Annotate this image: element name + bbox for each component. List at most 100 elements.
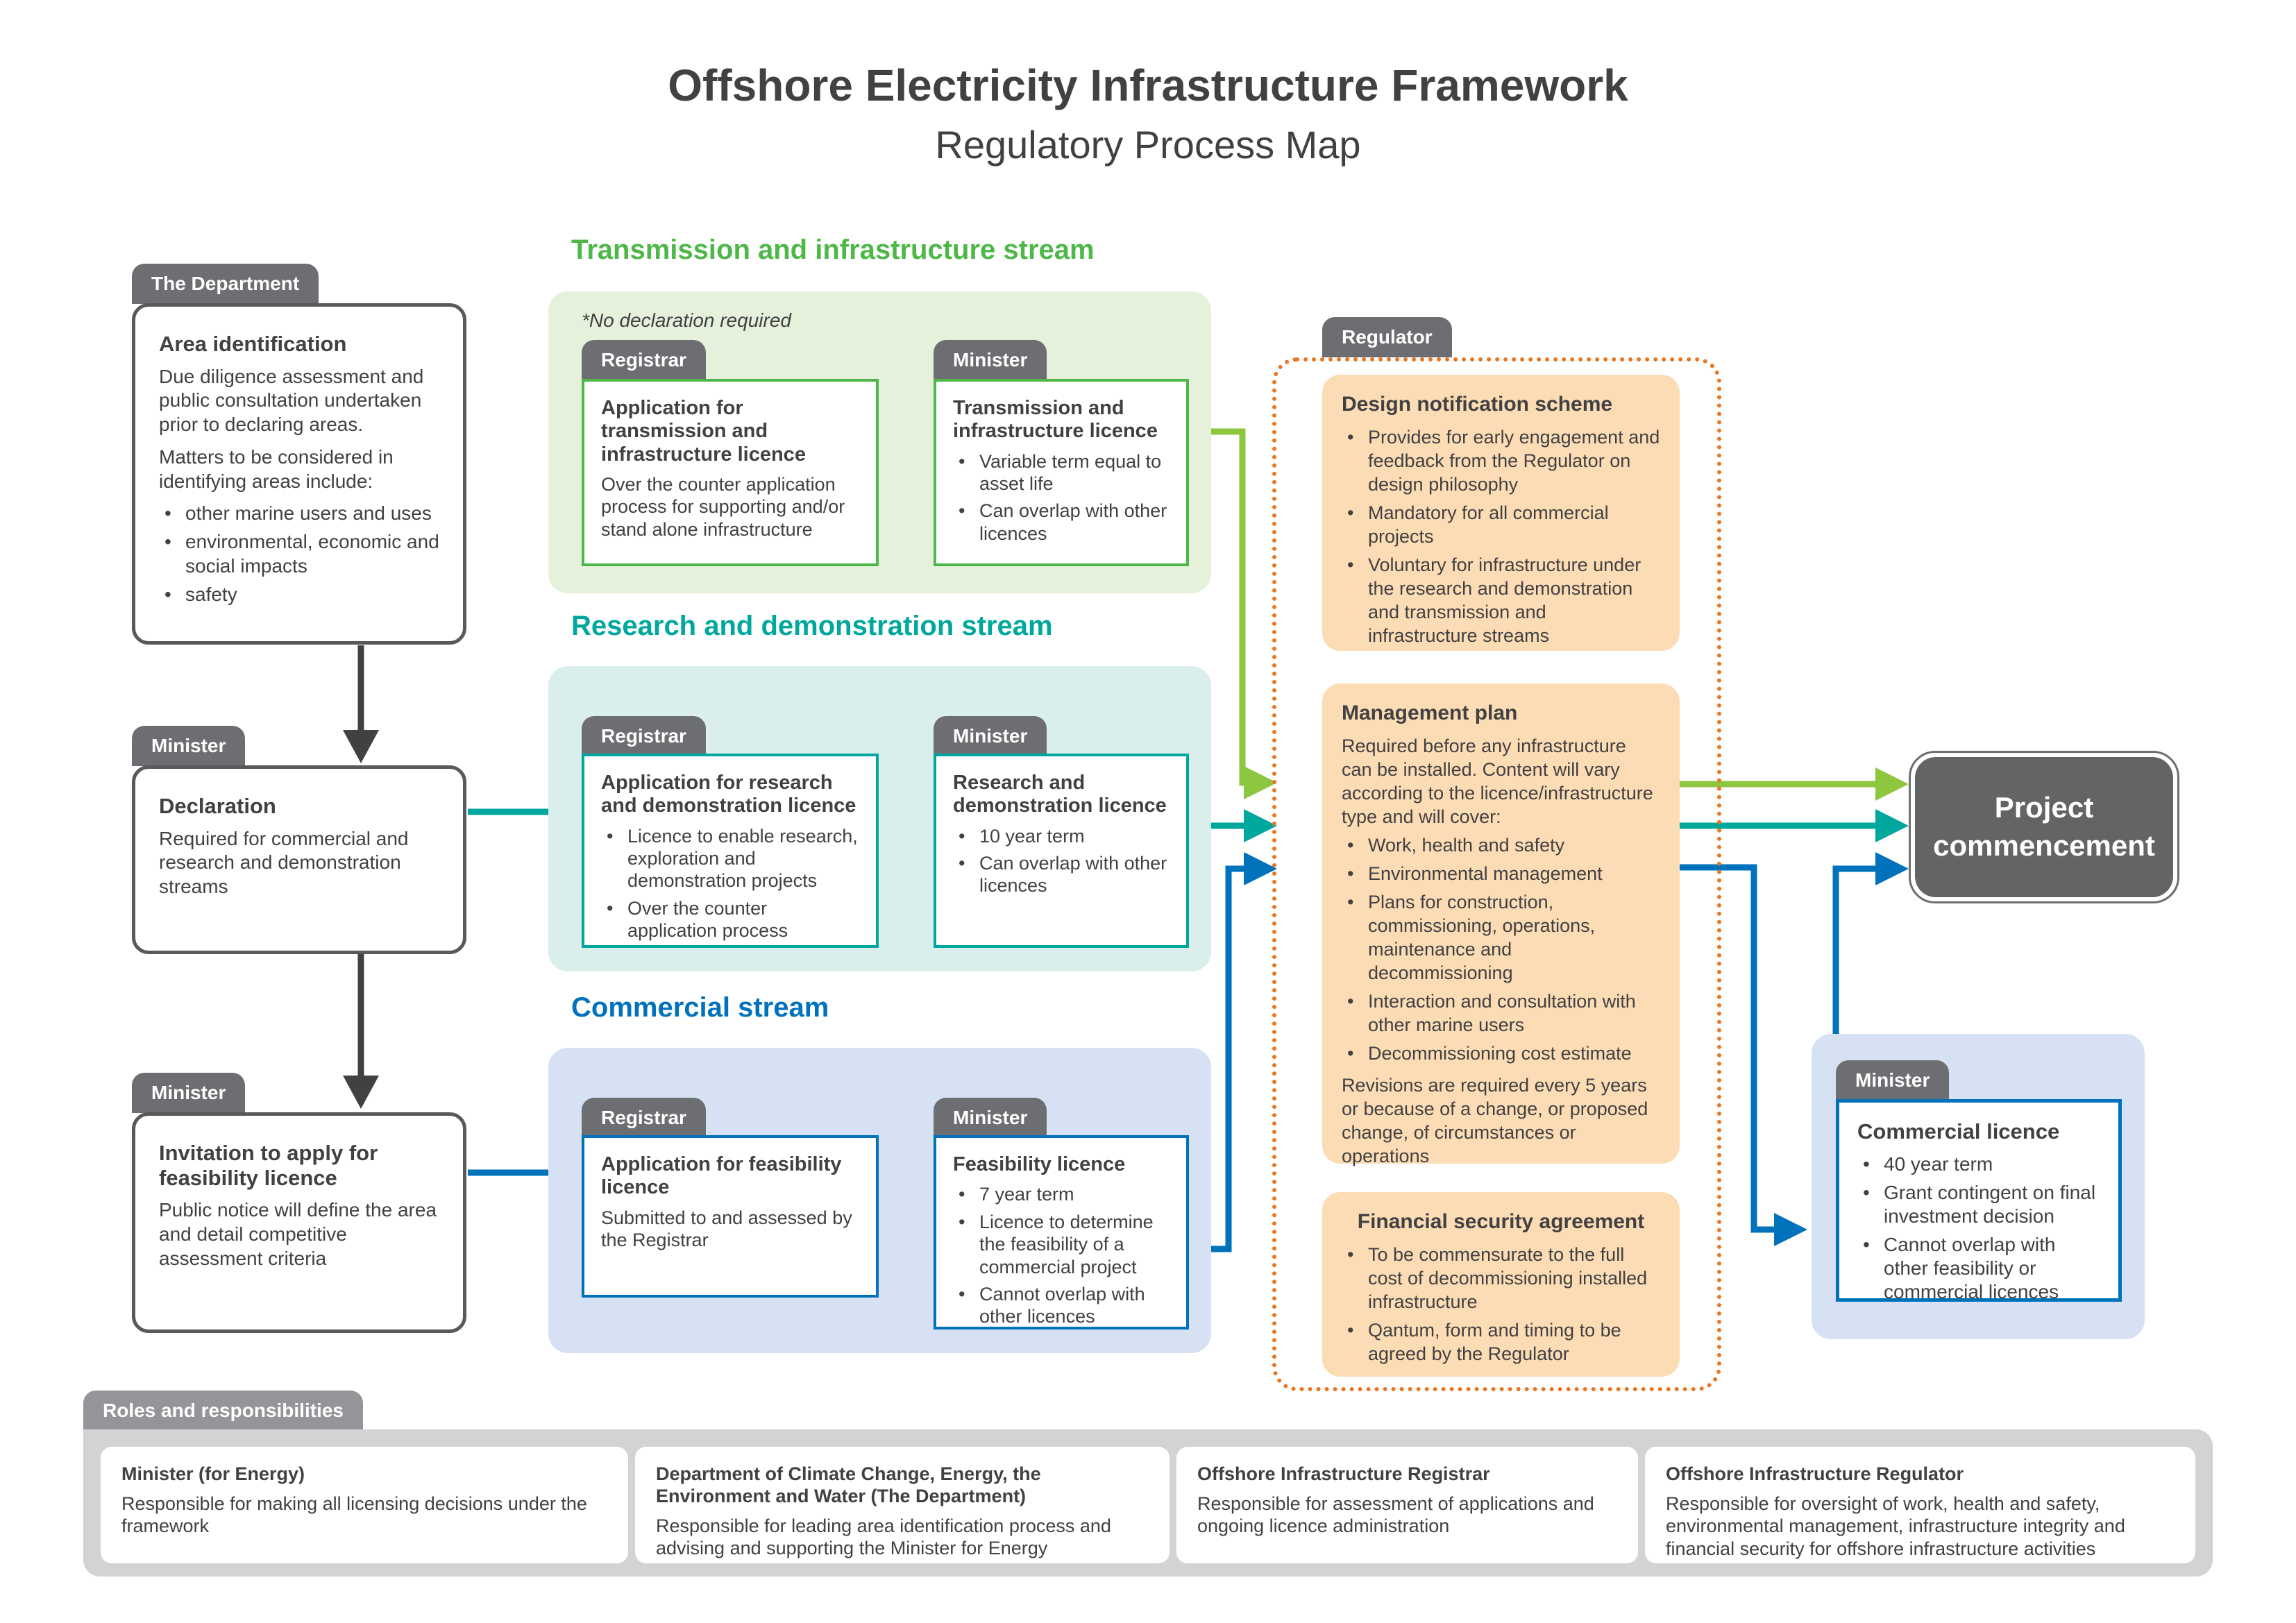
card-body: Responsible for making all licensing dec… [121, 1493, 587, 1537]
page-subtitle: Regulatory Process Map [935, 123, 1361, 167]
research-stream-container: Registrar Application for research and d… [548, 666, 1211, 971]
box-title: Transmission and infrastructure licence [953, 397, 1158, 443]
invitation-box: Invitation to apply for feasibility lice… [132, 1112, 466, 1333]
box-intro: Required before any infrastructure can b… [1342, 735, 1653, 827]
card-body: Responsible for oversight of work, healt… [1666, 1493, 2125, 1559]
feasibility-licence-box: Feasibility licence 7 year term Licence … [934, 1135, 1189, 1329]
regulator-dotted-border [1272, 357, 1721, 1391]
transmission-stream-header: Transmission and infrastructure stream [571, 235, 1095, 265]
arrow-right-icon [1875, 767, 1909, 801]
tab-minister-transmission: Minister [934, 340, 1047, 380]
box-list: Licence to enable research, exploration … [601, 825, 859, 942]
list-item: Qantum, form and timing to be agreed by … [1342, 1318, 1660, 1366]
list-item: Interaction and consultation with other … [1342, 989, 1660, 1037]
card-title: Offshore Infrastructure Regulator [1666, 1463, 1964, 1484]
area-identification-list: other marine users and uses environmenta… [159, 502, 439, 606]
box-list: Variable term equal to asset life Can ov… [953, 450, 1170, 545]
arrow-right-icon [1875, 809, 1909, 842]
commercial-licence-box: Commercial licence 40 year term Grant co… [1836, 1099, 2122, 1302]
commercial-stream-header: Commercial stream [571, 992, 829, 1023]
box-title: Research and demonstration licence [953, 772, 1167, 817]
list-item: Variable term equal to asset life [953, 450, 1170, 495]
area-identification-para2: Matters to be considered in identifying … [159, 445, 394, 492]
list-item: Can overlap with other licences [953, 852, 1170, 897]
tab-minister-declaration: Minister [132, 726, 246, 766]
tab-the-department: The Department [132, 264, 319, 304]
list-item: safety [159, 583, 439, 606]
list-item: Cannot overlap with other licences [953, 1283, 1170, 1328]
box-title: Design notification scheme [1342, 393, 1613, 416]
list-item: Licence to determine the feasibility of … [953, 1211, 1170, 1278]
tab-regulator: Regulator [1322, 317, 1452, 357]
box-list: Provides for early engagement and feedba… [1342, 425, 1660, 647]
research-licence-box: Research and demonstration licence 10 ye… [934, 754, 1189, 948]
list-item: Decommissioning cost estimate [1342, 1042, 1660, 1065]
design-notification-box: Design notification scheme Provides for … [1322, 375, 1680, 651]
tab-registrar-transmission: Registrar [582, 340, 706, 380]
list-item: 7 year term [953, 1183, 1170, 1206]
list-item: Provides for early engagement and feedba… [1342, 425, 1660, 496]
transmission-licence-box: Transmission and infrastructure licence … [934, 379, 1189, 566]
tab-roles-responsibilities: Roles and responsibilities [83, 1391, 363, 1431]
invitation-title: Invitation to apply for feasibility lice… [159, 1141, 378, 1190]
area-identification-para1: Due diligence assessment and public cons… [159, 365, 424, 436]
box-title: Financial security agreement [1357, 1210, 1645, 1233]
declaration-title: Declaration [159, 794, 276, 818]
list-item: 10 year term [953, 825, 1170, 848]
transmission-application-box: Application for transmission and infrast… [582, 379, 879, 566]
arrow-commercial-licence-to-project-commencement [1832, 865, 1875, 1034]
list-item: Cannot overlap with other feasibility or… [1857, 1233, 2100, 1304]
project-commencement-box: Project commencement [1909, 751, 2179, 903]
box-list: To be commensurate to the full cost of d… [1342, 1243, 1660, 1366]
box-outro: Revisions are required every 5 years or … [1342, 1074, 1648, 1166]
box-title: Commercial licence [1857, 1119, 2060, 1144]
list-item: Mandatory for all commercial projects [1342, 501, 1660, 548]
commercial-licence-container: Minister Commercial licence 40 year term… [1812, 1034, 2145, 1339]
tab-minister-commercial-licence: Minister [1836, 1060, 1950, 1101]
role-card-minister: Minister (for Energy) Responsible for ma… [101, 1447, 628, 1563]
box-title: Application for transmission and infrast… [601, 397, 806, 466]
arrow-right-icon [1774, 1213, 1807, 1246]
box-title: Application for feasibility licence [601, 1153, 842, 1199]
financial-security-box: Financial security agreement To be comme… [1322, 1192, 1680, 1377]
list-item: Licence to enable research, exploration … [601, 825, 859, 892]
list-item: Voluntary for infrastructure under the r… [1342, 553, 1660, 647]
box-list: 40 year term Grant contingent on final i… [1857, 1153, 2100, 1305]
tab-registrar-commercial: Registrar [582, 1098, 706, 1138]
role-card-registrar: Offshore Infrastructure Registrar Respon… [1176, 1447, 1638, 1563]
page-title: Offshore Electricity Infrastructure Fram… [668, 60, 1628, 110]
list-item: Plans for construction, commissioning, o… [1342, 890, 1660, 985]
arrow-right-icon [1875, 852, 1909, 885]
card-title: Department of Climate Change, Energy, th… [656, 1463, 1041, 1506]
list-item: Grant contingent on final investment dec… [1857, 1181, 2100, 1228]
tab-registrar-research: Registrar [582, 716, 706, 756]
declaration-body: Required for commercial and research and… [159, 827, 409, 898]
invitation-body: Public notice will define the area and d… [159, 1199, 437, 1269]
list-item: Work, health and safety [1342, 833, 1660, 857]
list-item: To be commensurate to the full cost of d… [1342, 1243, 1660, 1314]
declaration-box: Declaration Required for commercial and … [132, 765, 466, 954]
box-title: Management plan [1342, 702, 1518, 724]
list-item: environmental, economic and social impac… [159, 530, 439, 577]
role-card-department: Department of Climate Change, Energy, th… [635, 1447, 1170, 1563]
area-identification-box: Area identification Due diligence assess… [132, 303, 466, 645]
card-body: Responsible for assessment of applicatio… [1197, 1493, 1594, 1537]
box-list: Work, health and safety Environmental ma… [1342, 833, 1660, 1065]
arrow-down-icon [343, 730, 379, 763]
box-body: Over the counter application process for… [601, 474, 845, 540]
list-item: 40 year term [1857, 1153, 2100, 1176]
card-body: Responsible for leading area identificat… [656, 1515, 1111, 1559]
tab-minister-commercial: Minister [934, 1098, 1047, 1138]
card-title: Minister (for Energy) [121, 1463, 305, 1484]
box-title: Application for research and demonstrati… [601, 772, 856, 817]
list-item: Over the counter application process [601, 897, 859, 942]
research-stream-header: Research and demonstration stream [571, 611, 1053, 641]
box-list: 10 year term Can overlap with other lice… [953, 825, 1170, 897]
box-title: Feasibility licence [953, 1153, 1126, 1175]
feasibility-application-box: Application for feasibility licence Subm… [582, 1135, 879, 1298]
list-item: Can overlap with other licences [953, 500, 1170, 545]
tab-minister-research: Minister [934, 716, 1047, 756]
commercial-stream-container: Registrar Application for feasibility li… [548, 1048, 1211, 1353]
management-plan-box: Management plan Required before any infr… [1322, 683, 1680, 1166]
